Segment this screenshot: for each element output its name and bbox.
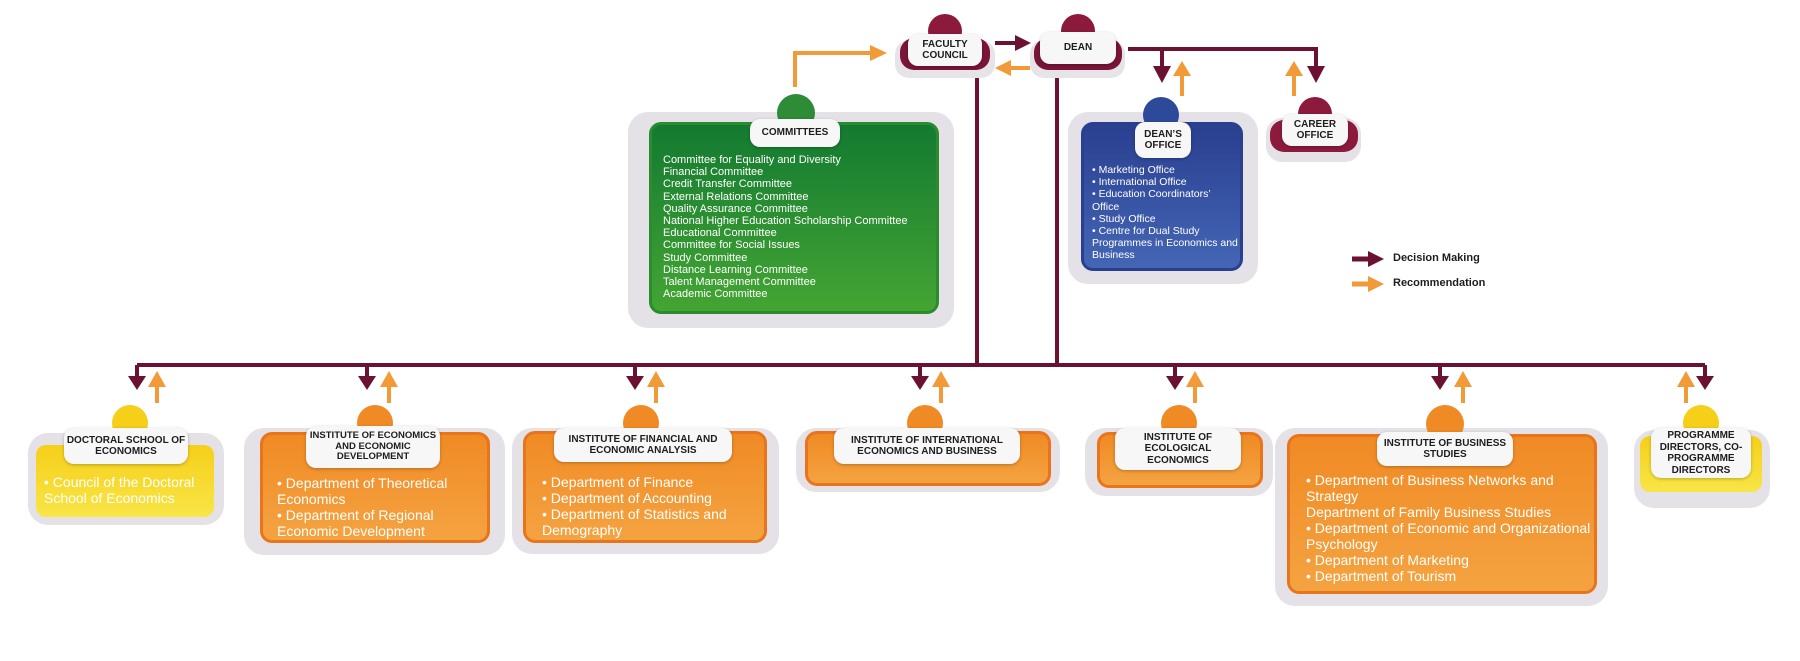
financial-title: INSTITUTE OF FINANCIAL AND ECONOMIC ANAL… — [554, 428, 732, 462]
financial-item: • Department of Finance — [542, 474, 694, 490]
committee-item: Committee for Social Issues — [663, 239, 800, 252]
econ-dev-title: INSTITUTE OF ECONOMICS AND ECONOMIC DEVE… — [306, 426, 440, 468]
business-title: INSTITUTE OF BUSINESS STUDIES — [1377, 432, 1513, 466]
international-title: INSTITUTE OF INTERNATIONAL ECONOMICS AND… — [834, 428, 1020, 464]
financial-item: • Department of Statistics and Demograph… — [542, 506, 727, 538]
arrow-committees-to-council — [870, 45, 887, 61]
career-office-label: CAREER OFFICE — [1282, 114, 1348, 146]
committees-list: Committee for Equality and Diversity Fin… — [663, 154, 908, 300]
deans-office-item: • Centre for Dual Study Programmes in Ec… — [1092, 225, 1238, 262]
committees-box: Committee for Equality and Diversity Fin… — [649, 122, 939, 314]
unit-arrows — [128, 365, 1714, 403]
arrow-to-career-office — [1307, 66, 1325, 83]
dean-to-career-line — [1128, 47, 1318, 70]
doctoral-school-title: DOCTORAL SCHOOL OF ECONOMICS — [64, 428, 188, 464]
legend-recommendation-arrow — [1368, 276, 1384, 292]
legend-decision-label: Decision Making — [1393, 252, 1480, 264]
deans-office-item: • International Office — [1092, 176, 1187, 189]
business-item: • Department of Economic and Organizatio… — [1306, 520, 1591, 552]
arrow-dean-to-council — [995, 60, 1011, 76]
committees-title: COMMITTEES — [750, 119, 840, 147]
business-item: • Department of Marketing — [1306, 552, 1469, 568]
committee-item: Committee for Equality and Diversity — [663, 154, 841, 166]
committee-item: Educational Committee — [663, 227, 777, 240]
financial-item: • Department of Accounting — [542, 490, 712, 506]
committee-item: Talent Management Committee — [663, 276, 816, 289]
committee-item: National Higher Education Scholarship Co… — [663, 215, 908, 228]
arrow-to-deans-office — [1153, 66, 1171, 83]
legend-decision-arrow — [1368, 251, 1384, 267]
committee-item: Distance Learning Committee — [663, 263, 808, 276]
financial-list: • Department of Finance • Department of … — [542, 474, 764, 538]
doctoral-school-item: • Council of the Doctoral School of Econ… — [44, 474, 195, 506]
ecological-title: INSTITUTE OF ECOLOGICAL ECONOMICS — [1115, 428, 1241, 470]
deans-office-list: • Marketing Office • International Offic… — [1092, 164, 1240, 262]
rec-arrow-career-office — [1285, 61, 1303, 76]
dean-label: DEAN — [1040, 32, 1116, 64]
business-item: • Department of Tourism — [1306, 568, 1457, 584]
committees-to-council-line — [793, 51, 872, 87]
business-list: • Department of Business Networks and St… — [1306, 472, 1596, 584]
business-item: • Department of Business Networks and St… — [1306, 472, 1554, 504]
legend-recommendation-label: Recommendation — [1393, 277, 1486, 289]
arrow-council-to-dean — [1015, 35, 1031, 51]
rec-arrow-deans-office — [1173, 61, 1191, 76]
econ-dev-item: • Department of Regional Economic Develo… — [277, 507, 434, 539]
econ-dev-item: • Department of Theoretical Economics — [277, 475, 448, 507]
deans-office-item: • Education Coordinators’ Office — [1092, 188, 1211, 213]
econ-dev-list: • Department of Theoretical Economics • … — [277, 475, 487, 539]
business-item: Department of Family Business Studies — [1306, 504, 1552, 520]
committee-item: External Relations Committee — [663, 190, 809, 203]
committee-item: Financial Committee — [663, 166, 764, 179]
deans-office-item: • Study Office — [1092, 212, 1156, 225]
deans-office-item: • Marketing Office — [1092, 164, 1175, 176]
committee-item: Credit Transfer Committee — [663, 178, 792, 191]
deans-office-title: DEAN’S OFFICE — [1135, 122, 1191, 158]
committee-item: Study Committee — [663, 251, 748, 264]
faculty-council-label: FACULTY COUNCIL — [908, 34, 982, 66]
programme-title: PROGRAMME DIRECTORS, CO-PROGRAMME DIRECT… — [1651, 428, 1751, 478]
committee-item: Academic Committee — [663, 288, 768, 301]
committee-item: Quality Assurance Committee — [663, 202, 808, 215]
